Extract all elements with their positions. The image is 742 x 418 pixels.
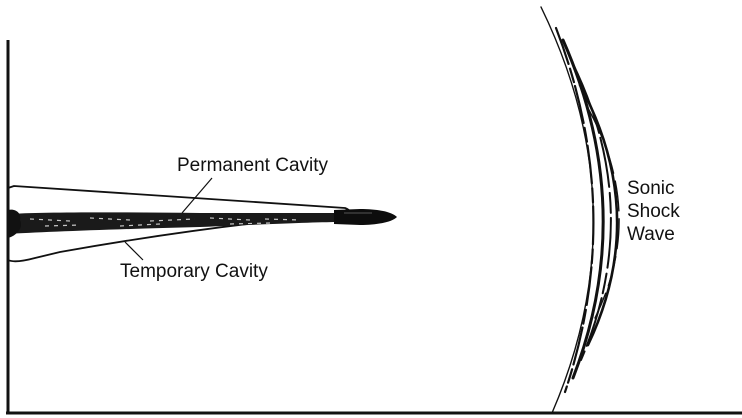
sonic-shock-wave bbox=[541, 7, 619, 413]
bullet bbox=[334, 209, 397, 225]
shock-label-line-3: Wave bbox=[627, 223, 680, 246]
wound-track-entry bbox=[8, 210, 21, 238]
shock-label-line-1: Sonic bbox=[627, 177, 680, 200]
permanent-cavity-label: Permanent Cavity bbox=[177, 156, 328, 175]
shock-label-line-2: Shock bbox=[627, 200, 680, 223]
sonic-shock-wave-label: Sonic Shock Wave bbox=[627, 177, 680, 246]
temporary-cavity-leader bbox=[125, 242, 143, 260]
permanent-cavity-track bbox=[8, 212, 340, 234]
permanent-cavity-leader bbox=[182, 178, 212, 213]
temporary-cavity-label: Temporary Cavity bbox=[120, 262, 268, 281]
